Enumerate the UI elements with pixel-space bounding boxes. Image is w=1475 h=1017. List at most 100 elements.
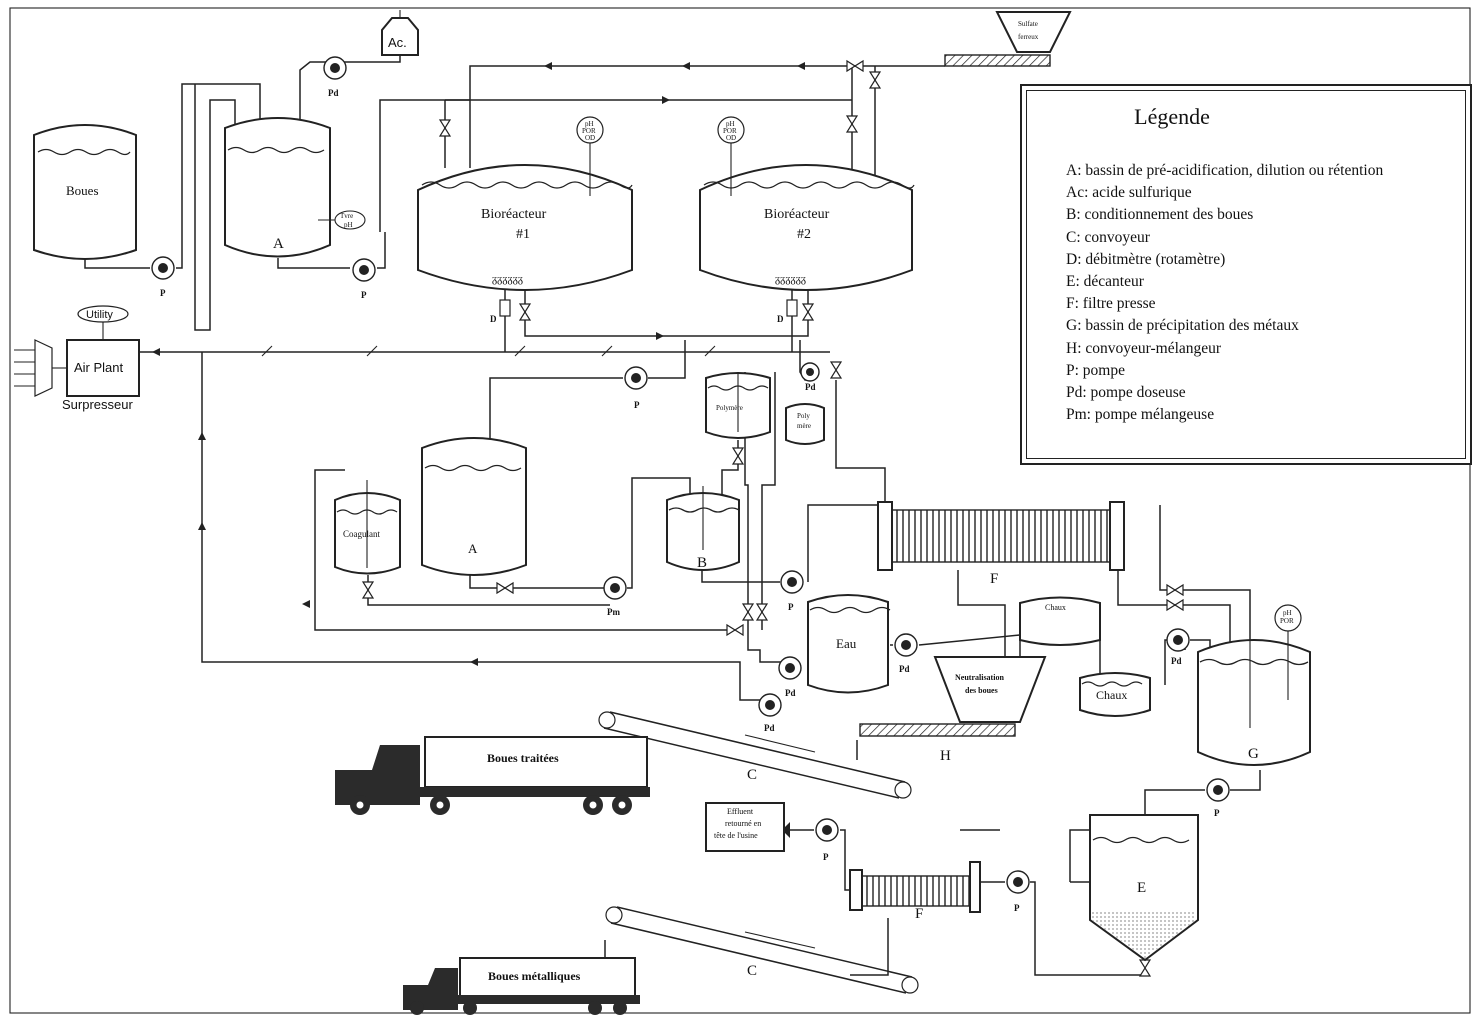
pump-pd-acid-label: Pd xyxy=(328,88,339,98)
diagram-frame xyxy=(9,7,1471,1014)
bioreactor-1-label-line2: #1 xyxy=(516,227,530,242)
bioreactor-2-label-line2: #2 xyxy=(797,227,811,242)
pump-p-effluent: P xyxy=(815,818,839,862)
bio2-probe-od: OD xyxy=(726,134,736,142)
bioreactor-2: Bioréacteur #2 ᵹᵹᵹᵹᵹᵹ pH POR OD xyxy=(699,116,915,291)
pump-pd-1: Pd xyxy=(778,656,802,698)
filter-f-top-label: F xyxy=(990,571,998,587)
pump-p-g-label: P xyxy=(1214,808,1220,818)
pump-p-boues-label: P xyxy=(160,288,166,298)
pump-p-boues: P xyxy=(151,256,175,298)
tank-g-label: G xyxy=(1248,746,1259,762)
bioreactor-1-label-line1: Bioréacteur xyxy=(481,207,547,222)
pump-pd-chaux: Pd xyxy=(1166,628,1190,666)
legend-item: H: convoyeur-mélangeur xyxy=(1066,339,1222,357)
pump-p-e: P xyxy=(1006,870,1030,913)
effluent-line1: Effluent xyxy=(727,807,754,816)
legend-box: Légende A: bassin de pré-acidification, … xyxy=(1020,84,1472,465)
eau-label: Eau xyxy=(836,636,857,651)
pump-pd-eau: Pd xyxy=(894,633,918,674)
bioreactor-1: Bioréacteur #1 ᵹᵹᵹᵹᵹᵹ pH POR OD xyxy=(417,116,633,291)
sulfate-feeder: Sulfate ferreux xyxy=(944,11,1072,67)
pump-pd-polymer-label: Pd xyxy=(805,382,816,392)
g-probe-ph: pH xyxy=(1283,609,1292,617)
sulfate-label-line2: ferreux xyxy=(1018,33,1039,41)
neutralisation-label-line2: des boues xyxy=(965,686,998,695)
coagulant-label: Coagulant xyxy=(343,529,380,539)
pump-pd-acid: Pd xyxy=(323,56,347,98)
air-plant: Utility Air Plant Surpresseur xyxy=(14,305,140,412)
pump-pd-2-label: Pd xyxy=(764,723,775,733)
tank-b: B xyxy=(666,486,740,571)
legend-item: D: débitmètre (rotamètre) xyxy=(1066,250,1226,268)
temp-ph-probe-line2: pH xyxy=(344,221,353,229)
pump-p-b-label: P xyxy=(788,602,794,612)
chaux-tank: Chaux xyxy=(1079,672,1151,717)
legend-item: B: conditionnement des boues xyxy=(1066,206,1254,224)
filter-f-bottom-label: F xyxy=(915,906,923,922)
polymere-label: Polymère xyxy=(716,404,743,412)
acid-label: Ac. xyxy=(388,35,407,50)
pump-p-b: P xyxy=(780,570,804,612)
pump-pd-chaux-label: Pd xyxy=(1171,656,1182,666)
sulfate-label-line1: Sulfate xyxy=(1018,20,1038,28)
pumps: Pd P P P Pd Pm P Pd Pd Pd Pd P P P xyxy=(151,56,1230,913)
filter-press-bottom: F xyxy=(849,861,981,922)
boues-tank: Boues xyxy=(33,124,137,260)
bio2-probe-ph: pH xyxy=(726,120,735,128)
legend-item: E: décanteur xyxy=(1066,273,1144,291)
boues-label: Boues xyxy=(66,183,99,198)
pump-pm: Pm xyxy=(603,576,627,617)
bioreactor-2-label-line1: Bioréacteur xyxy=(764,207,830,222)
legend-item: C: convoyeur xyxy=(1066,228,1150,246)
pump-p-e-label: P xyxy=(1014,903,1020,913)
truck-top-label: Boues traitées xyxy=(487,751,559,765)
g-probe-por: POR xyxy=(1280,617,1294,625)
conveyor-h-label: H xyxy=(940,748,951,764)
legend-list: A: bassin de pré-acidification, dilution… xyxy=(1066,160,1383,426)
surpresseur-label: Surpresseur xyxy=(62,397,133,412)
conveyor-c-top: C xyxy=(598,711,912,799)
temp-ph-probe-line1: Tvre xyxy=(340,212,353,220)
conveyor-c-bottom: C xyxy=(605,906,919,994)
bio2-probe-por: POR xyxy=(723,127,737,135)
legend-title: Légende xyxy=(1134,104,1210,129)
bio1-probe-ph: pH xyxy=(585,120,594,128)
decanter-e: E xyxy=(1089,814,1199,962)
truck-top: Boues traitées xyxy=(335,736,650,815)
legend-item: Pd: pompe doseuse xyxy=(1066,384,1186,402)
pump-p-tank-a-label: P xyxy=(361,290,367,300)
pump-p-effluent-label: P xyxy=(823,852,829,862)
flowmeter-d-1: D xyxy=(490,314,497,324)
effluent-line2: retourné en xyxy=(725,819,761,828)
neutralisation-label-line1: Neutralisation xyxy=(955,673,1004,682)
coagulant-tank: Coagulant xyxy=(334,480,401,575)
legend-item: A: bassin de pré-acidification, dilution… xyxy=(1066,162,1384,179)
polymere2-label-line1: Poly xyxy=(797,412,810,420)
bio1-probe-por: POR xyxy=(582,127,596,135)
filter-press-top: F xyxy=(877,501,1125,587)
polymere2-label-line2: mère xyxy=(797,422,811,430)
conveyor-c-bottom-label: C xyxy=(747,963,757,979)
pump-pm-label: Pm xyxy=(607,607,620,617)
chaux-silo-label: Chaux xyxy=(1045,603,1066,612)
flow-arrows xyxy=(152,62,805,838)
bio1-probe-od: OD xyxy=(585,134,595,142)
pump-p-mid: P xyxy=(624,366,648,410)
pump-p-tank-a: P xyxy=(352,258,376,300)
effluent-line3: tête de l'usine xyxy=(714,831,758,840)
tank-a-top: A Tvre pH xyxy=(224,117,366,258)
chaux-silo: Chaux xyxy=(1019,596,1101,646)
truck-bottom-label: Boues métalliques xyxy=(488,969,581,983)
acid-tank: Ac. xyxy=(381,10,419,56)
tank-b-label: B xyxy=(697,555,707,571)
tank-g: pH POR G xyxy=(1197,604,1311,766)
eau-tank: Eau xyxy=(807,594,891,694)
svg-text:ᵹᵹᵹᵹᵹᵹ: ᵹᵹᵹᵹᵹᵹ xyxy=(492,273,523,285)
legend-item: G: bassin de précipitation des métaux xyxy=(1066,317,1299,335)
pump-pd-2: Pd xyxy=(758,693,782,733)
pump-p-mid-label: P xyxy=(634,400,640,410)
tank-a-top-label: A xyxy=(273,236,284,252)
conveyor-c-top-label: C xyxy=(747,767,757,783)
pump-pd-eau-label: Pd xyxy=(899,664,910,674)
